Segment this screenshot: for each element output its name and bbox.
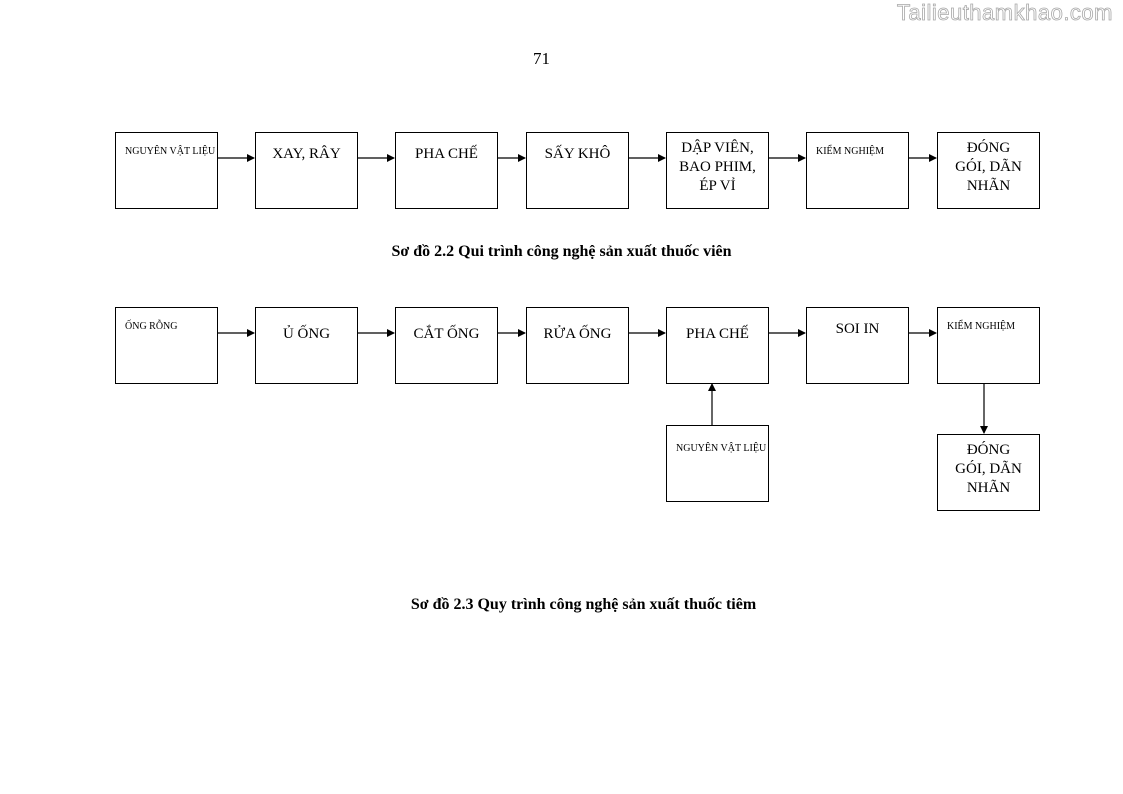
- d1-step-mixing: PHA CHẾ: [395, 132, 498, 209]
- d2-step-inspection: SOI IN: [806, 307, 909, 384]
- d2-step-label: ỐNG RỖNG: [125, 321, 178, 332]
- d1-step-label: PHA CHẾ: [415, 146, 478, 162]
- d1-step-pressing-coating: DẬP VIÊN, BAO PHIM, ÉP VỈ: [666, 132, 769, 209]
- d1-step-quality-test: KIỂM NGHIỆM: [806, 132, 909, 209]
- d2-step-label: PHA CHẾ: [686, 326, 749, 342]
- d1-step-label: KIỂM NGHIỆM: [816, 146, 885, 157]
- d2-step-mixing: PHA CHẾ: [666, 307, 769, 384]
- d2-step-empty-ampoule: ỐNG RỖNG: [115, 307, 218, 384]
- d2-step-label: CẮT ỐNG: [413, 326, 480, 342]
- d2-step-label: Ủ ỐNG: [282, 326, 331, 342]
- d1-step-label: ĐÓNG GÓI, DÃN NHÃN: [955, 140, 1022, 194]
- diagram1-caption: Sơ đồ 2.2 Qui trình công nghệ sản xuất t…: [391, 243, 732, 260]
- d1-step-grind-sieve: XAY, RÂY: [255, 132, 358, 209]
- d1-step-packaging: ĐÓNG GÓI, DÃN NHÃN: [937, 132, 1040, 209]
- d1-step-label: DẬP VIÊN, BAO PHIM, ÉP VỈ: [679, 140, 756, 194]
- d1-step-label: SẤY KHÔ: [544, 146, 611, 162]
- d2-step-quality-test: KIỂM NGHIỆM: [937, 307, 1040, 384]
- d2-step-washing: RỬA ỐNG: [526, 307, 629, 384]
- d2-step-cutting: CẮT ỐNG: [395, 307, 498, 384]
- d1-step-label: XAY, RÂY: [272, 146, 341, 162]
- d2-output-label: ĐÓNG GÓI, DÃN NHÃN: [955, 442, 1022, 496]
- diagram2-caption: Sơ đồ 2.3 Quy trình công nghệ sản xuất t…: [410, 596, 757, 613]
- d1-step-label: NGUYÊN VẬT LIỆU: [125, 146, 216, 157]
- d2-step-label: KIỂM NGHIỆM: [947, 321, 1016, 332]
- watermark: Tailieuthamkhao.com: [896, 0, 1113, 25]
- d1-step-drying: SẤY KHÔ: [526, 132, 629, 209]
- d2-step-label: SOI IN: [835, 321, 880, 337]
- page-number: 71: [533, 49, 550, 68]
- d2-input-raw-materials: NGUYÊN VẬT LIỆU: [666, 425, 769, 502]
- d2-input-label: NGUYÊN VẬT LIỆU: [676, 443, 767, 454]
- d2-step-annealing: Ủ ỐNG: [255, 307, 358, 384]
- d2-step-label: RỬA ỐNG: [543, 326, 612, 342]
- d2-output-packaging: ĐÓNG GÓI, DÃN NHÃN: [937, 434, 1040, 511]
- d1-step-raw-materials: NGUYÊN VẬT LIỆU: [115, 132, 218, 209]
